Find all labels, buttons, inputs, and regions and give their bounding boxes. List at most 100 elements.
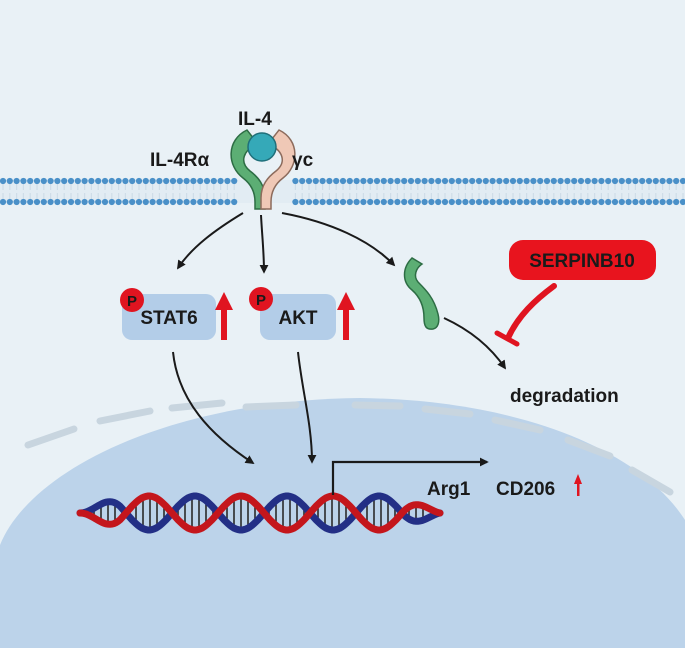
- lipid-head: [360, 198, 367, 206]
- serpinb10-badge: SERPINB10: [509, 240, 656, 280]
- lipid-head: [496, 177, 503, 185]
- lipid-head: [339, 198, 347, 206]
- lipid-head: [231, 177, 238, 185]
- lipid-head: [673, 177, 680, 185]
- lipid-head: [122, 177, 129, 185]
- lipid-head: [394, 177, 401, 185]
- lipid-head: [299, 177, 306, 185]
- degradation-arrow: [443, 317, 507, 370]
- il4r-alpha-label: IL-4Rα: [150, 150, 210, 171]
- il4-receptor-complex: [230, 129, 296, 210]
- lipid-head: [659, 177, 666, 185]
- lipid-head: [564, 198, 571, 206]
- lipid-head: [135, 198, 143, 206]
- nuclear-translocation-arrows: [172, 351, 317, 464]
- lipid-head: [20, 198, 27, 206]
- lipid-head: [163, 198, 170, 206]
- lipid-head: [197, 198, 204, 206]
- lipid-head: [20, 177, 27, 185]
- lipid-head: [108, 177, 115, 185]
- lipid-head: [292, 177, 299, 185]
- lipid-head: [81, 177, 88, 185]
- inhibition-bar-icon: [494, 283, 557, 347]
- lipid-head: [27, 177, 34, 185]
- dna-strand-blue: [76, 492, 444, 534]
- lipid-head: [509, 177, 517, 185]
- lipid-head: [54, 177, 61, 185]
- lipid-head: [666, 198, 673, 206]
- lipid-head: [312, 177, 319, 185]
- lipid-head: [360, 177, 367, 185]
- lipid-head: [81, 198, 88, 206]
- lipid-head: [441, 177, 449, 185]
- lipid-head: [333, 177, 340, 185]
- lipid-head: [625, 177, 632, 185]
- stat6-phospho-label: P: [127, 293, 137, 310]
- lipid-head: [67, 198, 75, 206]
- lipid-head: [530, 177, 537, 185]
- lipid-head: [591, 198, 598, 206]
- lipid-head: [401, 177, 408, 185]
- lipid-head: [618, 198, 625, 206]
- lipid-head: [659, 198, 666, 206]
- lipid-head: [6, 177, 13, 185]
- lipid-head: [149, 177, 156, 185]
- lipid-head: [319, 198, 326, 206]
- lipid-head: [101, 177, 109, 185]
- lipid-head: [543, 198, 551, 206]
- stat6-label: STAT6: [140, 308, 197, 329]
- lipid-head: [632, 177, 639, 185]
- stat6-phospho-icon: [120, 288, 144, 312]
- lipid-head: [537, 177, 544, 185]
- lipid-head: [380, 177, 387, 185]
- lipid-head: [176, 177, 183, 185]
- arg1-label: Arg1: [427, 479, 471, 500]
- dna-double-helix-icon: [76, 492, 444, 534]
- lipid-head: [639, 177, 646, 185]
- lipid-head: [346, 198, 353, 206]
- lipid-head: [353, 177, 360, 185]
- il4-receptor-alpha-icon: [230, 129, 266, 210]
- lipid-head: [224, 177, 231, 185]
- lipid-head: [414, 198, 421, 206]
- cd206-up-arrow-icon: [574, 474, 582, 496]
- lipid-head: [305, 198, 313, 206]
- lipid-head: [435, 177, 442, 185]
- lipid-head: [428, 177, 435, 185]
- lipid-head: [591, 177, 598, 185]
- degradation-label: degradation: [510, 386, 619, 407]
- lipid-head: [333, 198, 340, 206]
- lipid-head: [88, 198, 95, 206]
- lipid-head: [414, 177, 421, 185]
- lipid-head: [373, 198, 381, 206]
- gamma-c-label: γc: [292, 150, 314, 171]
- lipid-head: [190, 177, 197, 185]
- lipid-head: [557, 198, 564, 206]
- lipid-head: [40, 198, 47, 206]
- lipid-head: [469, 198, 476, 206]
- lipid-head: [421, 198, 428, 206]
- lipid-head: [652, 198, 659, 206]
- lipid-head: [401, 198, 408, 206]
- akt-phospho-label: P: [256, 292, 266, 309]
- lipid-head: [129, 177, 136, 185]
- akt-label: AKT: [278, 308, 317, 329]
- lipid-head: [605, 198, 612, 206]
- lipid-head: [129, 198, 136, 206]
- lipid-head: [122, 198, 129, 206]
- lipid-head: [0, 177, 7, 185]
- lipid-head: [428, 198, 435, 206]
- lipid-head: [455, 177, 462, 185]
- lipid-head: [217, 177, 224, 185]
- lipid-head: [0, 198, 7, 206]
- lipid-head: [299, 198, 306, 206]
- lipid-head: [135, 177, 143, 185]
- lipid-head: [611, 177, 619, 185]
- lipid-head: [448, 177, 455, 185]
- lipid-head: [584, 198, 591, 206]
- lipid-head: [326, 177, 333, 185]
- lipid-head: [101, 198, 109, 206]
- stat6-up-arrow-icon: [215, 292, 233, 340]
- lipid-head: [183, 198, 190, 206]
